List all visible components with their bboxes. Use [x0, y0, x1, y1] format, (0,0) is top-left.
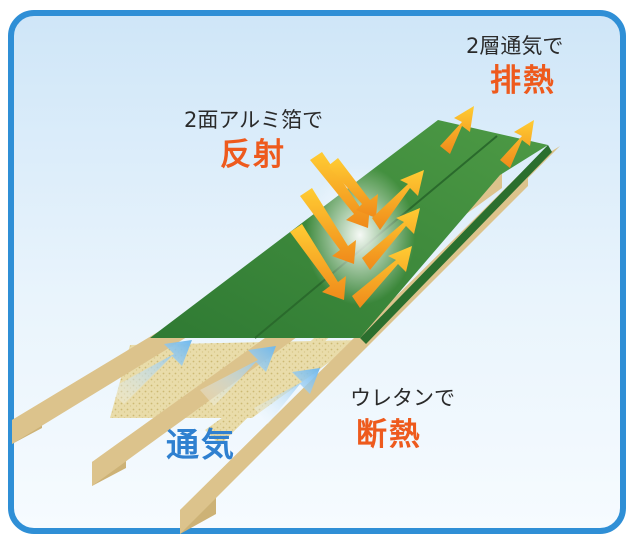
ventilation-title: 通気 [166, 425, 236, 464]
airflow-arrows [108, 340, 320, 424]
reflect-caption: 2面アルミ箔で [184, 108, 324, 132]
insulate-title: 断熱 [356, 417, 422, 453]
reflected-heat-arrows [352, 170, 424, 308]
incoming-heat-arrows [290, 152, 378, 300]
insulate-caption: ウレタンで [350, 386, 455, 410]
exhaust-caption: 2層通気で [466, 34, 564, 58]
reflect-title: 反射 [220, 137, 286, 173]
foil-sheet-edge [360, 145, 552, 344]
exhaust-title: 排熱 [490, 63, 556, 99]
exhaust-arrows [440, 106, 534, 168]
